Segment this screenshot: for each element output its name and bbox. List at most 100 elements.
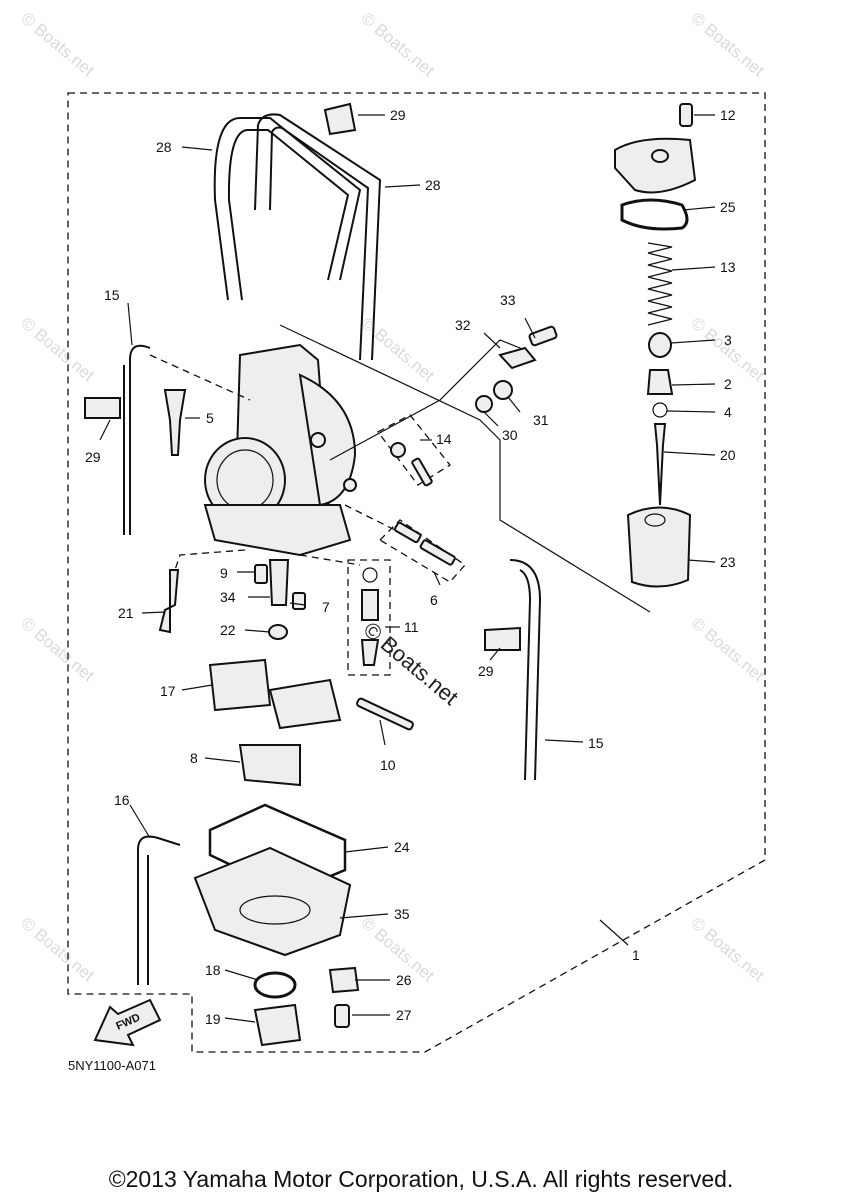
callout-31: 31 (533, 412, 549, 428)
diagram-code: 5NY1100-A071 (68, 1058, 156, 1073)
hose-16 (137, 835, 181, 985)
callout-35: 35 (394, 906, 410, 922)
callout-17: 17 (160, 683, 176, 699)
callout-30: 30 (502, 427, 518, 443)
screw-9 (254, 564, 268, 584)
callout-leaders (99, 114, 716, 1023)
callout-23: 23 (720, 554, 736, 570)
callout-34: 34 (220, 589, 236, 605)
carburetor-body (203, 343, 357, 557)
plug-19 (253, 1003, 302, 1047)
bracket-26 (328, 966, 360, 994)
callout-18: 18 (205, 962, 221, 978)
watermark: © Boats.net (17, 914, 98, 986)
screw-7 (292, 592, 306, 610)
leader-line (329, 339, 526, 461)
callout-29: 29 (390, 107, 406, 123)
leader-line (149, 354, 251, 401)
callout-25: 25 (720, 199, 736, 215)
callout-15: 15 (104, 287, 120, 303)
screw-33 (528, 325, 558, 347)
callout-4: 4 (724, 404, 732, 420)
screw-27 (334, 1004, 350, 1028)
nut-14 (390, 442, 406, 458)
hose-15-right-inner (519, 569, 532, 781)
watermark: © Boats.net (357, 9, 438, 81)
hose-28-left (213, 117, 362, 301)
leader-line (299, 554, 361, 566)
float-bowl-inner (239, 895, 311, 925)
fwd-arrow-icon: FWD (93, 998, 162, 1047)
callout-33: 33 (500, 292, 516, 308)
callout-27: 27 (396, 1007, 412, 1023)
callout-5: 5 (206, 410, 214, 426)
group-11-box (347, 559, 391, 676)
callout-7: 7 (322, 599, 330, 615)
callout-29: 29 (85, 449, 101, 465)
screw-21 (158, 569, 180, 634)
callout-28: 28 (425, 177, 441, 193)
callout-2: 2 (724, 376, 732, 392)
watermark: © Boats.net (687, 914, 768, 986)
copyright-text: ©2013 Yamaha Motor Corporation, U.S.A. A… (108, 1166, 734, 1192)
oring-18 (253, 971, 297, 999)
callout-29: 29 (478, 663, 494, 679)
jet-11-tip (360, 639, 380, 666)
callout-22: 22 (220, 622, 236, 638)
group-14-box (377, 414, 451, 486)
watermark: © Boats.net (17, 314, 98, 386)
clip-29-left (84, 397, 121, 419)
watermark: © Boats.net (17, 614, 98, 686)
leader-line (344, 504, 396, 531)
hose-15-right (509, 559, 542, 781)
callout-15: 15 (588, 735, 604, 751)
callout-8: 8 (190, 750, 198, 766)
retainer-3 (648, 332, 672, 358)
screw-6a (393, 521, 422, 544)
valve-8 (238, 744, 301, 787)
spring-13 (647, 242, 673, 326)
group-6-box (378, 519, 466, 583)
callout-21: 21 (118, 605, 134, 621)
leader-line (279, 324, 651, 613)
plate-32 (498, 346, 537, 370)
plug-30 (475, 395, 493, 413)
ring-31 (493, 380, 513, 400)
callout-19: 19 (205, 1011, 221, 1027)
callout-14: 14 (436, 431, 452, 447)
throttle-valve-hole (644, 513, 666, 527)
jet-34 (268, 559, 290, 606)
throttle-cap (614, 103, 697, 194)
callout-24: 24 (394, 839, 410, 855)
hose-28-right (254, 113, 382, 361)
screw-14 (411, 457, 433, 487)
holder-2 (646, 369, 674, 395)
clip-29-top (323, 102, 357, 136)
watermark: © Boats.net (687, 9, 768, 81)
screw-5 (163, 389, 187, 456)
callout-labels: 29 28 28 12 25 13 3 2 4 20 23 33 32 31 3… (85, 107, 736, 1027)
callout-1: 1 (632, 947, 640, 963)
callout-6: 6 (430, 592, 438, 608)
callout-16: 16 (114, 792, 130, 808)
callout-11: 11 (404, 619, 419, 635)
clip-29-right (484, 626, 521, 651)
watermark: © Boats.net (687, 614, 768, 686)
gasket-25 (620, 198, 689, 231)
jet-11 (361, 589, 379, 621)
gasket-24 (208, 803, 347, 895)
pin-10 (356, 697, 414, 731)
callout-26: 26 (396, 972, 412, 988)
hose-15-left (129, 344, 151, 535)
leader-line (174, 549, 246, 571)
float-bowl-35 (193, 846, 352, 957)
throttle-valve-23 (626, 506, 692, 588)
callout-20: 20 (720, 447, 736, 463)
watermark: © Boats.net (357, 314, 438, 386)
watermark: © Boats.net (17, 9, 98, 81)
oring-11 (362, 567, 378, 583)
callout-13: 13 (720, 259, 736, 275)
callout-10: 10 (380, 757, 396, 773)
callout-32: 32 (455, 317, 471, 333)
